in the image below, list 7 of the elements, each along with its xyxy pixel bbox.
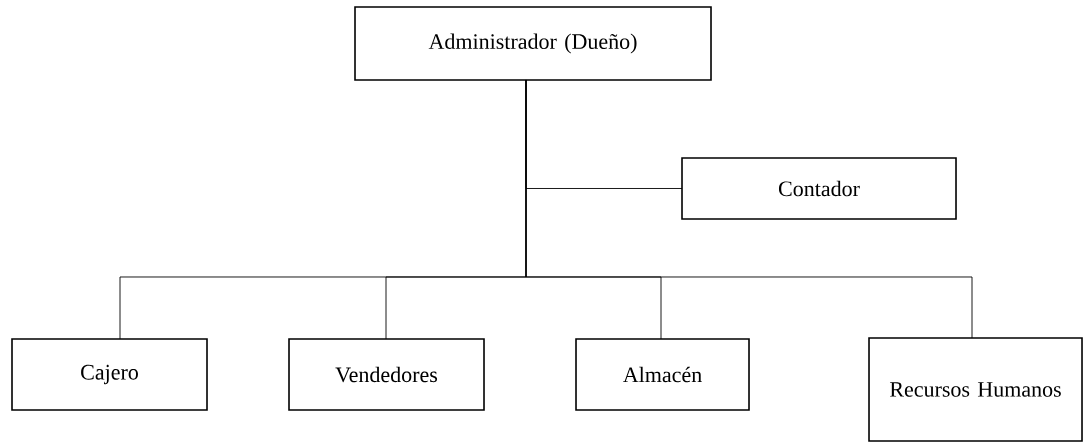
- org-box: Administrador (Dueño): [354, 6, 712, 81]
- org-box: Vendedores: [288, 338, 485, 411]
- connector-line: [525, 79, 973, 339]
- org-box: Contador: [681, 157, 957, 220]
- org-box: Cajero: [11, 338, 208, 411]
- org-box: Almacén: [575, 338, 750, 411]
- org-box: Recursos Humanos: [868, 337, 1083, 442]
